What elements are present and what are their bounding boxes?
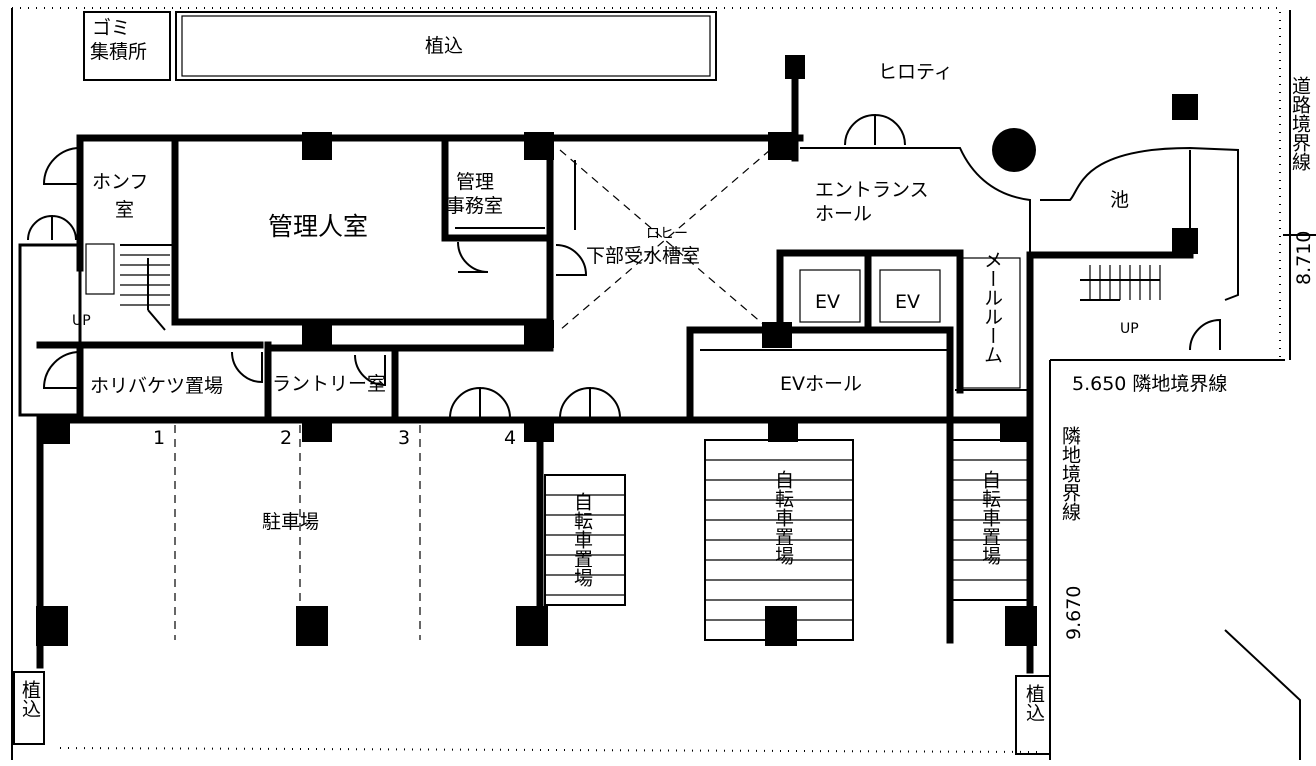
parking-number-1: 1 [153, 427, 165, 449]
pump-room-label: ホンフ室 [92, 171, 148, 221]
parking-label: 駐車場 [262, 511, 319, 533]
garbage-label: ゴミ集積所 [90, 17, 147, 63]
adjacent-boundary-v-label: 隣地境界線 [1059, 426, 1081, 521]
garbage-line1: ゴミ [92, 17, 130, 39]
pump-line1: ホンフ [92, 171, 148, 193]
thin-walls [18, 146, 1239, 420]
doors [27, 113, 1221, 419]
bike-rack-3 [949, 439, 1029, 601]
mail-room-label: メールルーム [981, 250, 1003, 364]
adjacent-boundary-h-label: 5.650 隣地境界線 [1072, 373, 1227, 395]
planting-right-label: 植込 [1023, 684, 1045, 722]
planting-boxes [13, 671, 1051, 755]
up-right-label: UP [1120, 321, 1139, 337]
parking-number-3: 3 [398, 427, 410, 449]
ev-hall-label: EVホール [780, 373, 862, 395]
parking-number-2: 2 [280, 427, 292, 449]
pond-label: 池 [1110, 189, 1129, 211]
entrance-hall-label: エントランスホール [815, 179, 929, 225]
office-line1: 管理 [456, 171, 494, 193]
manager-office-label: 管理事務室 [446, 171, 503, 217]
stairs-right [1080, 265, 1161, 301]
stairs-left [120, 254, 170, 331]
bike2-label: 自転車置場 [772, 470, 794, 566]
bike-rack-1 [544, 474, 626, 606]
ev2-label: EV [895, 291, 920, 313]
bike1-label: 自転車置場 [571, 492, 593, 588]
manager-room-label: 管理人室 [268, 212, 368, 241]
ev1-label: EV [815, 291, 840, 313]
garbage-area [83, 11, 717, 81]
parking-stalls [174, 425, 421, 640]
lobby-label: ロヒー [646, 226, 688, 242]
up-left-label: UP [72, 313, 91, 329]
garbage-line2: 集積所 [90, 41, 147, 63]
bike3-label: 自転車置場 [979, 470, 1001, 566]
pump-line2: 室 [115, 199, 134, 221]
entrance-line1: エントランス [815, 179, 929, 201]
parking-number-4: 4 [504, 427, 516, 449]
planting-top-label: 植込 [425, 35, 463, 57]
dimension-right-top: 8.710 [1293, 231, 1315, 285]
tank-room-label: 下部受水槽室 [586, 245, 700, 267]
bucket-room-label: ホリバケツ置場 [90, 375, 223, 397]
piloti-label: ヒロティ [878, 61, 953, 83]
planting-left-label: 植込 [19, 680, 41, 718]
entrance-line2: ホール [815, 203, 872, 225]
tank-room-diagonals [559, 149, 771, 331]
office-line2: 事務室 [446, 195, 503, 217]
laundry-room-label: ラントリー室 [272, 373, 386, 395]
dimension-right-bottom: 9.670 [1063, 586, 1085, 640]
road-boundary-label: 道路境界線 [1289, 76, 1311, 171]
columns [36, 55, 1198, 646]
